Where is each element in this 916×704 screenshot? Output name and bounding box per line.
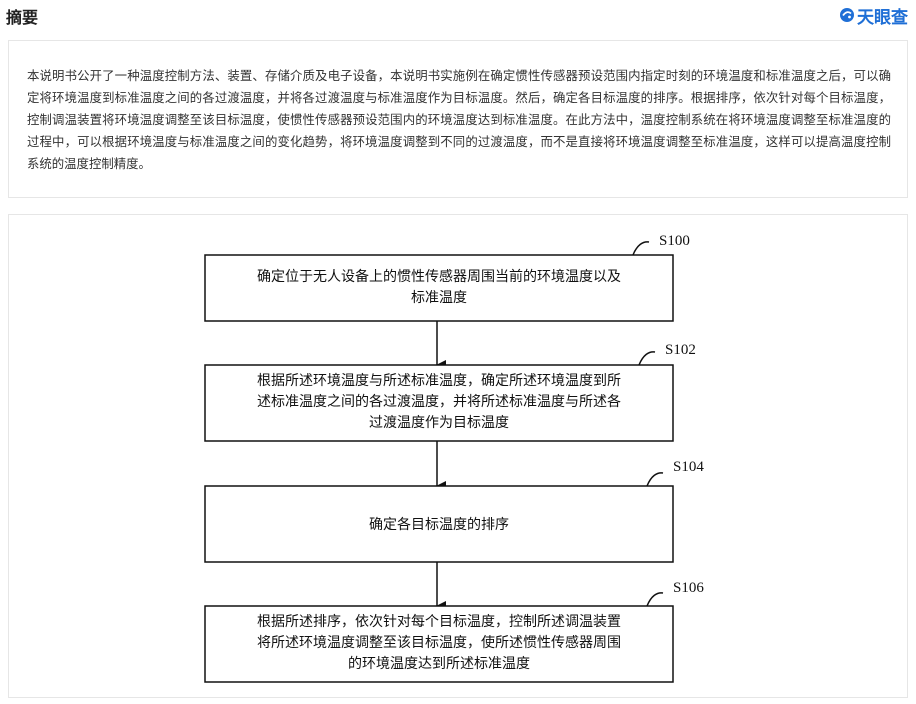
- step-label-leader: [646, 592, 664, 607]
- step-line: 的环境温度达到所述标准温度: [348, 656, 530, 672]
- brand-name: 天眼查: [857, 7, 908, 28]
- step-label-leader: [646, 472, 664, 487]
- step-label: S104: [673, 459, 704, 475]
- flowchart-svg: 确定位于无人设备上的惯性传感器周围当前的环境温度以及 标准温度 S100 根据所…: [204, 233, 704, 683]
- step-box: [204, 605, 674, 683]
- step-label: S102: [665, 342, 696, 358]
- step-label: S100: [659, 233, 690, 249]
- step-label: S106: [673, 580, 704, 596]
- step-line: 根据所述排序，依次针对每个目标温度，控制所述调温装置: [257, 614, 621, 630]
- step-label-leader: [638, 351, 656, 366]
- flowchart-figure: 确定位于无人设备上的惯性传感器周围当前的环境温度以及 标准温度 S100 根据所…: [8, 214, 908, 698]
- step-line: 根据所述环境温度与所述标准温度，确定所述环境温度到所: [257, 373, 621, 389]
- step-line: 确定各目标温度的排序: [369, 517, 509, 533]
- flow-step-s100: 确定位于无人设备上的惯性传感器周围当前的环境温度以及 标准温度 S100: [204, 233, 690, 322]
- step-line: 确定位于无人设备上的惯性传感器周围当前的环境温度以及: [257, 268, 621, 285]
- step-box: [204, 254, 674, 322]
- tianyancha-logo-icon: [840, 8, 854, 22]
- step-label-leader: [632, 241, 650, 256]
- brand-logo[interactable]: 天眼查: [839, 3, 908, 28]
- step-line: 标准温度: [411, 290, 467, 306]
- abstract-panel: 本说明书公开了一种温度控制方法、装置、存储介质及电子设备，本说明书实施例在确定惯…: [8, 40, 908, 198]
- flow-step-s102: 根据所述环境温度与所述标准温度，确定所述环境温度到所 述标准温度之间的各过渡温度…: [204, 342, 696, 442]
- flow-step-s104: 确定各目标温度的排序 S104: [204, 459, 704, 563]
- section-header: 摘要 天眼查: [0, 0, 916, 34]
- abstract-text: 本说明书公开了一种温度控制方法、装置、存储介质及电子设备，本说明书实施例在确定惯…: [27, 68, 891, 171]
- step-line: 将所述环境温度调整至该目标温度，使所述惯性传感器周围: [257, 634, 621, 651]
- step-box: [204, 485, 674, 563]
- section-title: 摘要: [6, 8, 39, 27]
- step-line: 述标准温度之间的各过渡温度，并将所述标准温度与所述各: [257, 394, 621, 410]
- step-box: [204, 364, 674, 442]
- flow-step-s106: 根据所述排序，依次针对每个目标温度，控制所述调温装置 将所述环境温度调整至该目标…: [204, 580, 704, 683]
- step-line: 过渡温度作为目标温度: [369, 415, 509, 431]
